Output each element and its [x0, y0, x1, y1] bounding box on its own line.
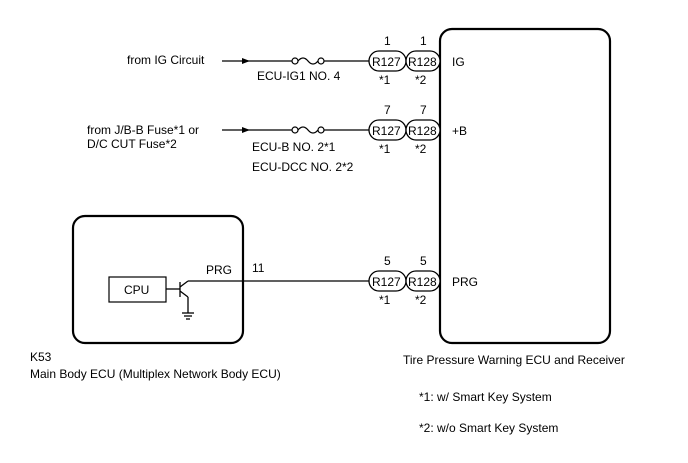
cpu-box: [108, 276, 167, 303]
note-2: *2: w/o Smart Key System: [419, 421, 558, 435]
r127-note: *1: [379, 293, 391, 307]
b-source-label-line1: from J/B-B Fuse*1 or: [87, 123, 199, 137]
terminal-ig: IG: [452, 55, 465, 69]
pin-r128: 1: [420, 34, 427, 48]
r128-note: *2: [415, 293, 427, 307]
pin-r128: 5: [420, 254, 427, 268]
cpu-label: CPU: [124, 283, 149, 297]
transistor-icon: [166, 280, 189, 313]
connector-r128-label: R128: [408, 124, 437, 138]
tpms-ecu-box: [438, 27, 612, 345]
ig-source-label: from IG Circuit: [127, 53, 205, 67]
fuse-icon: [291, 57, 325, 65]
connector-r127-label: R127: [372, 124, 401, 138]
main-body-ecu-name: Main Body ECU (Multiplex Network Body EC…: [30, 367, 281, 381]
fuse-icon: [291, 126, 325, 134]
r127-note: *1: [379, 142, 391, 156]
note-1: *1: w/ Smart Key System: [419, 390, 552, 404]
tpms-ecu-label: Tire Pressure Warning ECU and Receiver: [403, 353, 625, 367]
pin-r127: 1: [384, 34, 391, 48]
connector-r128-label: R128: [408, 275, 437, 289]
connector-r128: [405, 119, 441, 141]
ig-circuit: from IG Circuit ECU-IG1 NO. 4 R127 R128 …: [127, 34, 465, 87]
terminal-prg: PRG: [452, 275, 478, 289]
r128-note: *2: [415, 73, 427, 87]
ground-icon: [182, 312, 194, 320]
connector-r128: [405, 270, 441, 292]
b-source-label-line2: D/C CUT Fuse*2: [87, 137, 177, 151]
terminal-plus-b: +B: [452, 124, 467, 138]
pin-r128: 7: [420, 103, 427, 117]
b-circuit: from J/B-B Fuse*1 or D/C CUT Fuse*2 ECU-…: [87, 103, 467, 174]
arrow-right-icon: [242, 127, 250, 133]
pin-r127: 7: [384, 103, 391, 117]
main-body-ecu-code: K53: [30, 350, 52, 364]
pin-r127: 5: [384, 254, 391, 268]
connector-r128-label: R128: [408, 55, 437, 69]
b-fuse-label-1: ECU-B NO. 2*1: [252, 140, 336, 154]
ig-fuse-label: ECU-IG1 NO. 4: [257, 69, 341, 83]
connector-r127-label: R127: [372, 55, 401, 69]
r128-note: *2: [415, 142, 427, 156]
prg-circuit: CPU PRG 11 R127 R128 5 5 *1 *2 PRG: [108, 254, 478, 320]
prg-output-label: PRG: [206, 263, 232, 277]
connector-r128: [405, 50, 441, 72]
connector-r127-label: R127: [372, 275, 401, 289]
r127-note: *1: [379, 73, 391, 87]
arrow-right-icon: [242, 58, 250, 64]
prg-output-pin: 11: [252, 261, 265, 275]
b-fuse-label-2: ECU-DCC NO. 2*2: [252, 160, 354, 174]
